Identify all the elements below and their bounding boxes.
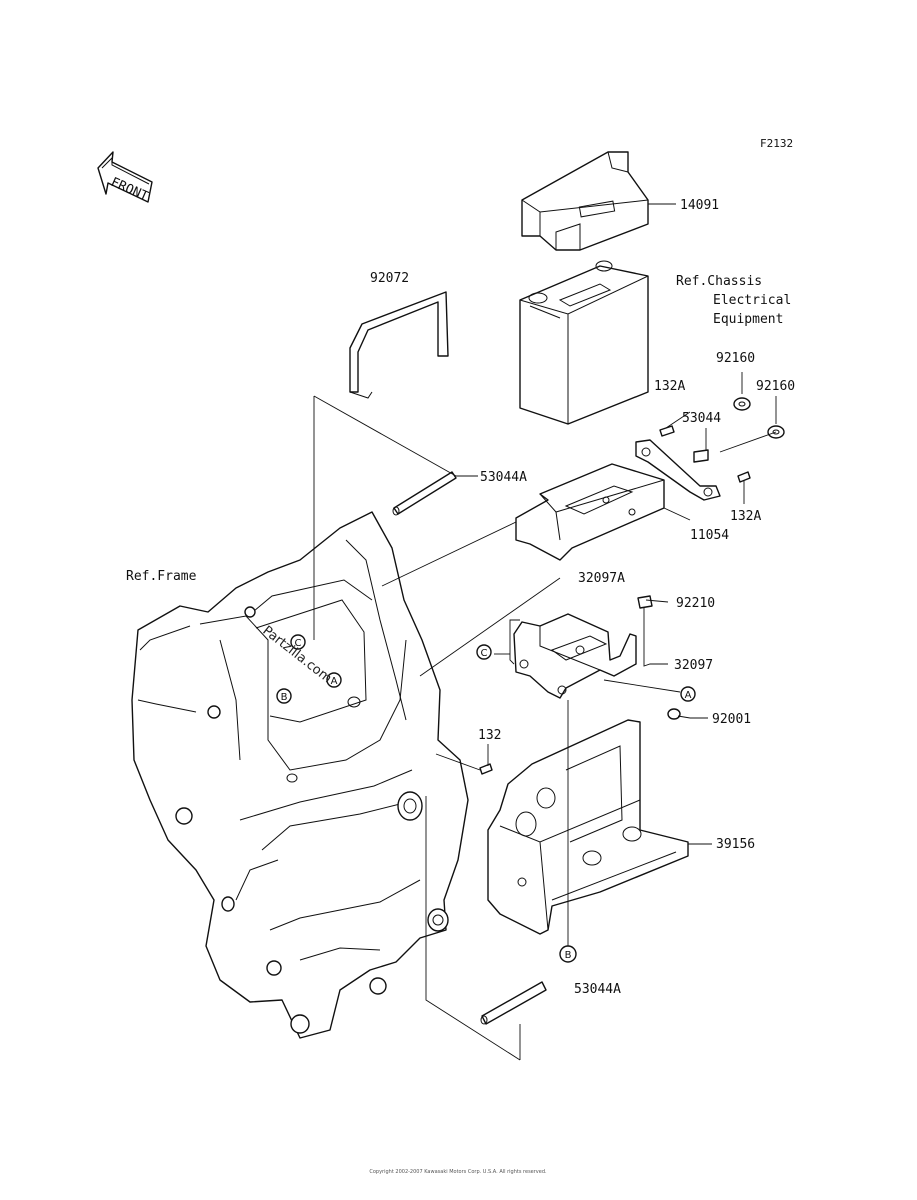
battery-case-cover (487, 719, 689, 935)
callout-b-frame: B (276, 688, 292, 704)
nut-92160-a (733, 397, 751, 411)
bolt-132 (479, 763, 493, 775)
svg-text:B: B (565, 950, 572, 961)
battery-cover (521, 151, 649, 251)
bolt-132a-b (737, 471, 751, 483)
svg-text:A: A (685, 690, 692, 701)
screw-92001 (667, 708, 691, 720)
svg-text:A: A (331, 676, 338, 687)
part-132a-label-b: 132A (730, 509, 761, 524)
part-53044-label: 53044 (682, 411, 721, 426)
front-label: FRONT (108, 175, 150, 205)
bolt-132a-a (659, 425, 675, 437)
part-32097-label: 32097 (674, 658, 713, 673)
battery-tray (515, 463, 665, 561)
callout-c-frame: C (290, 634, 306, 650)
damper-53044a-top (392, 471, 457, 516)
part-92001-label: 92001 (712, 712, 751, 727)
part-11054-label: 11054 (690, 528, 729, 543)
ref-chassis-line1: Ref.Chassis (676, 274, 762, 289)
part-39156-label: 39156 (716, 837, 755, 852)
copyright-footer: Copyright 2002-2007 Kawasaki Motors Corp… (369, 1169, 547, 1175)
battery-case-bracket (513, 595, 653, 699)
part-53044a-label-bottom: 53044A (574, 982, 621, 997)
part-92160-label-b: 92160 (756, 379, 795, 394)
ref-chassis-line2: Electrical (713, 293, 791, 308)
part-53044a-label-top: 53044A (480, 470, 527, 485)
part-132-label: 132 (478, 728, 501, 743)
leader-lines (313, 203, 777, 1061)
part-14091-label: 14091 (680, 198, 719, 213)
ref-chassis-line3: Equipment (713, 312, 783, 327)
battery (519, 260, 649, 425)
callout-a-frame: A (326, 672, 342, 688)
callout-c-bracket: C (476, 644, 492, 660)
front-arrow-icon: FRONT (97, 151, 153, 205)
damper-53044a-bottom (480, 981, 547, 1025)
tray-mount-plate (635, 439, 721, 501)
part-132a-label-a: 132A (654, 379, 685, 394)
part-92072-label: 92072 (370, 271, 409, 286)
ref-frame-label: Ref.Frame (126, 569, 197, 584)
frame-assembly (131, 511, 469, 1039)
part-92210-label: 92210 (676, 596, 715, 611)
part-32097a-label: 32097A (578, 571, 625, 586)
callout-a-bracket: A (680, 686, 696, 702)
part-92160-label-a: 92160 (716, 351, 755, 366)
svg-text:B: B (281, 692, 288, 703)
svg-text:C: C (295, 638, 302, 649)
callout-b-cover: B (559, 945, 577, 963)
figure-code: F2132 (760, 137, 793, 150)
battery-strap (349, 291, 449, 399)
svg-text:C: C (481, 648, 488, 659)
